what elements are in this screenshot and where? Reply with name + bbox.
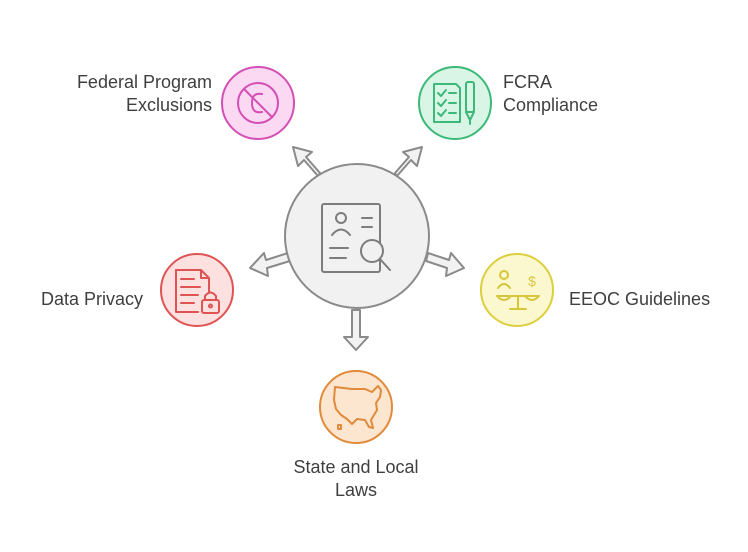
- label-eeoc: EEOC Guidelines: [569, 288, 739, 311]
- node-fcra: [418, 66, 492, 140]
- label-federal-line-2: Exclusions: [125, 95, 212, 115]
- label-fcra: FCRA Compliance: [503, 71, 683, 117]
- node-federal: [221, 66, 295, 140]
- label-eeoc-line-1: EEOC Guidelines: [569, 289, 711, 309]
- node-privacy: [160, 253, 234, 327]
- label-federal: Federal Program Exclusions: [40, 71, 212, 117]
- label-fcra-line-2: Compliance: [503, 95, 599, 115]
- label-state-line-2: Laws: [334, 480, 378, 500]
- node-state: [319, 370, 393, 444]
- arrow-to-state: [343, 309, 369, 351]
- arrow-to-fcra: [394, 146, 423, 177]
- no-symbol-icon: [237, 82, 279, 124]
- label-federal-line-1: Federal Program: [76, 72, 212, 92]
- arrow-to-federal: [292, 146, 321, 177]
- label-privacy-line-1: Data Privacy: [40, 289, 143, 309]
- label-state: State and Local Laws: [256, 456, 456, 502]
- node-eeoc: $: [480, 253, 554, 327]
- arrow-to-eeoc: [425, 252, 465, 277]
- center-node: [284, 163, 430, 309]
- arrow-to-privacy: [249, 252, 291, 277]
- balance-scale-icon: $: [496, 270, 540, 310]
- locked-document-icon: [175, 269, 220, 314]
- svg-text:$: $: [528, 273, 536, 289]
- label-privacy: Data Privacy: [0, 288, 143, 311]
- checklist-document-icon: [433, 81, 475, 125]
- background-check-icon: [321, 203, 391, 273]
- usa-map-icon: [333, 385, 382, 430]
- label-state-line-1: State and Local: [293, 457, 419, 477]
- label-fcra-line-1: FCRA: [503, 72, 552, 92]
